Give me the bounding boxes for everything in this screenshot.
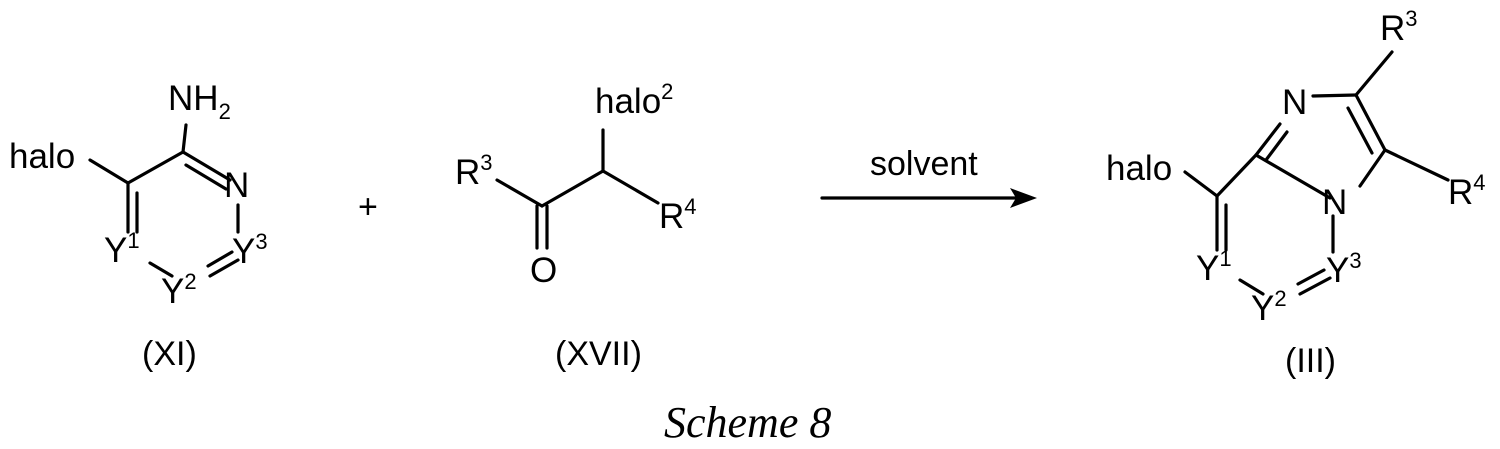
- halo2-label: halo2: [595, 79, 673, 121]
- bond-r3-carbonyl: [497, 180, 542, 206]
- bond-c3-halo: [90, 160, 128, 183]
- compound-xvii-caption: (XVII): [555, 335, 642, 373]
- amine-label: NH2: [168, 79, 231, 124]
- y3-label: Y3: [1326, 248, 1362, 290]
- oxygen-label: O: [530, 251, 557, 290]
- condition-label: solvent: [870, 145, 978, 183]
- reaction-arrow-group: solvent: [822, 145, 1037, 208]
- bond-n4-c8a: [1256, 155, 1330, 198]
- ring-nitrogen-label: N: [224, 166, 249, 205]
- r3-label: R3: [455, 150, 493, 192]
- y3-label: Y3: [232, 229, 268, 271]
- bond-c3-n4: [1360, 150, 1385, 186]
- bond-c8a-n1: [1256, 124, 1280, 155]
- bond-c2-nh2: [183, 125, 186, 152]
- bond-c2-c3: [128, 152, 183, 183]
- r4-label: R4: [659, 194, 697, 236]
- y1-label: Y1: [104, 228, 140, 270]
- halo-label: halo: [9, 137, 75, 176]
- r3-label: R3: [1380, 6, 1418, 48]
- compound-iii-caption: (III): [1285, 342, 1336, 380]
- bond-c2-c3-double: [1348, 108, 1372, 153]
- compound-xvii-bonds: [497, 130, 658, 248]
- compound-xi: NH2 halo N Y1 Y2 Y3 (XI): [9, 79, 268, 373]
- plus-sign: +: [358, 188, 378, 226]
- scheme-title: Scheme 8: [664, 398, 831, 447]
- halo-label: halo: [1106, 149, 1172, 188]
- bond-c2-r3: [1356, 52, 1392, 95]
- imidazole-nitrogen-label: N: [1282, 83, 1307, 122]
- y1-label: Y1: [1196, 246, 1232, 288]
- bond-c2-n1-double: [186, 165, 226, 189]
- bond-ca-r4: [603, 171, 658, 203]
- r4-label: R4: [1448, 170, 1486, 212]
- compound-xvii: halo2 R3 R4 O (XVII): [455, 79, 697, 373]
- y2-label: Y2: [161, 269, 197, 311]
- bond-c8a-c8: [1217, 155, 1256, 196]
- bond-c3-r4: [1385, 150, 1448, 180]
- y2-label: Y2: [1251, 286, 1287, 328]
- bond-carbonyl-ca: [542, 171, 603, 206]
- bond-c2-c3: [1356, 95, 1385, 150]
- compound-iii: R3 R4 N N halo Y1 Y2 Y3 (III): [1106, 6, 1486, 380]
- bond-c8-halo: [1185, 172, 1217, 196]
- compound-xi-caption: (XI): [142, 335, 197, 373]
- bridgehead-nitrogen-label: N: [1322, 183, 1347, 222]
- bond-n1-c2: [1313, 95, 1356, 96]
